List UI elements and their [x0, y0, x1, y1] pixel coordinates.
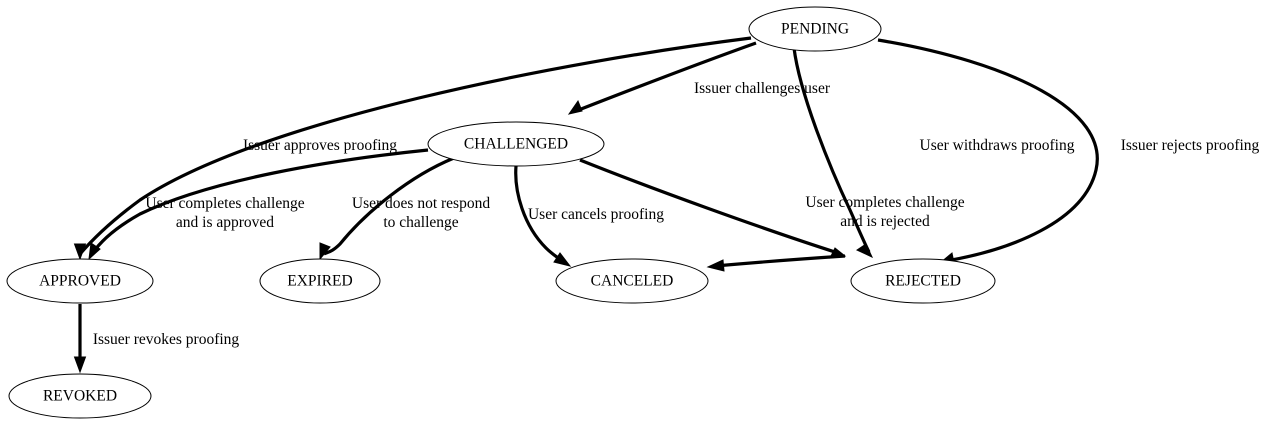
- node-challenged[interactable]: CHALLENGED: [427, 121, 605, 167]
- node-label-revoked: REVOKED: [43, 388, 117, 405]
- node-shape-expired[interactable]: [259, 258, 381, 304]
- edge-pending-challenged: [567, 41, 757, 115]
- node-shape-challenged[interactable]: [427, 121, 605, 167]
- edge-label-pending-challenged: Issuer challenges user: [694, 80, 831, 97]
- edge-labels-layer: Issuer approves proofing Issuer challenge…: [93, 80, 1260, 348]
- edge-line: [575, 41, 757, 113]
- edge-challenged-expired: [319, 156, 455, 261]
- edge-line: [792, 47, 871, 253]
- node-shape-pending[interactable]: [748, 6, 882, 52]
- edge-line: [579, 158, 839, 255]
- edge-line: [90, 148, 429, 255]
- edge-label-pending-canceled: User withdraws proofing: [920, 137, 1075, 154]
- node-shape-canceled[interactable]: [555, 258, 709, 304]
- nodes-layer: PENDING CHALLENGED APPROVED EXPIRED CANCELED…: [6, 6, 996, 419]
- node-label-rejected: REJECTED: [885, 273, 961, 290]
- node-shape-rejected[interactable]: [850, 258, 996, 304]
- arrowhead-icon: [553, 252, 572, 267]
- edge-label-pending-approved: Issuer approves proofing: [243, 137, 397, 154]
- node-label-approved: APPROVED: [39, 273, 121, 290]
- edge-label-approved-revoked: Issuer revokes proofing: [93, 331, 240, 348]
- edge-challenged-canceled: [514, 165, 572, 267]
- edge-pending-approved: [73, 36, 752, 261]
- edge-line: [323, 156, 455, 256]
- node-rejected[interactable]: REJECTED: [850, 258, 996, 304]
- edge-line: [78, 36, 752, 256]
- arrowhead-icon: [319, 242, 331, 261]
- arrowhead-icon: [706, 259, 725, 272]
- node-label-pending: PENDING: [781, 21, 849, 38]
- node-label-challenged: CHALLENGED: [464, 136, 568, 153]
- node-expired[interactable]: EXPIRED: [259, 258, 381, 304]
- edge-challenged-canceled-cross: [706, 254, 846, 272]
- node-shape-revoked[interactable]: [8, 373, 152, 419]
- edge-pending-canceled: [792, 47, 874, 259]
- arrowhead-icon: [855, 243, 874, 259]
- arrowhead-icon: [567, 99, 583, 115]
- node-pending[interactable]: PENDING: [748, 6, 882, 52]
- arrowhead-icon: [73, 243, 87, 261]
- edge-line: [714, 254, 846, 268]
- edge-approved-revoked: [73, 304, 87, 374]
- arrowhead-icon: [88, 242, 101, 261]
- edge-label-challenged-canceled: User cancels proofing: [528, 206, 664, 223]
- node-approved[interactable]: APPROVED: [6, 258, 154, 304]
- edge-challenged-approved: [88, 148, 429, 261]
- edge-line: [877, 38, 1099, 263]
- arrowhead-icon: [73, 356, 87, 374]
- node-label-canceled: CANCELED: [591, 273, 674, 290]
- edge-label-pending-rejected: Issuer rejects proofing: [1121, 137, 1260, 154]
- node-label-expired: EXPIRED: [287, 273, 352, 290]
- node-shape-approved[interactable]: [6, 258, 154, 304]
- node-canceled[interactable]: CANCELED: [555, 258, 709, 304]
- node-revoked[interactable]: REVOKED: [8, 373, 152, 419]
